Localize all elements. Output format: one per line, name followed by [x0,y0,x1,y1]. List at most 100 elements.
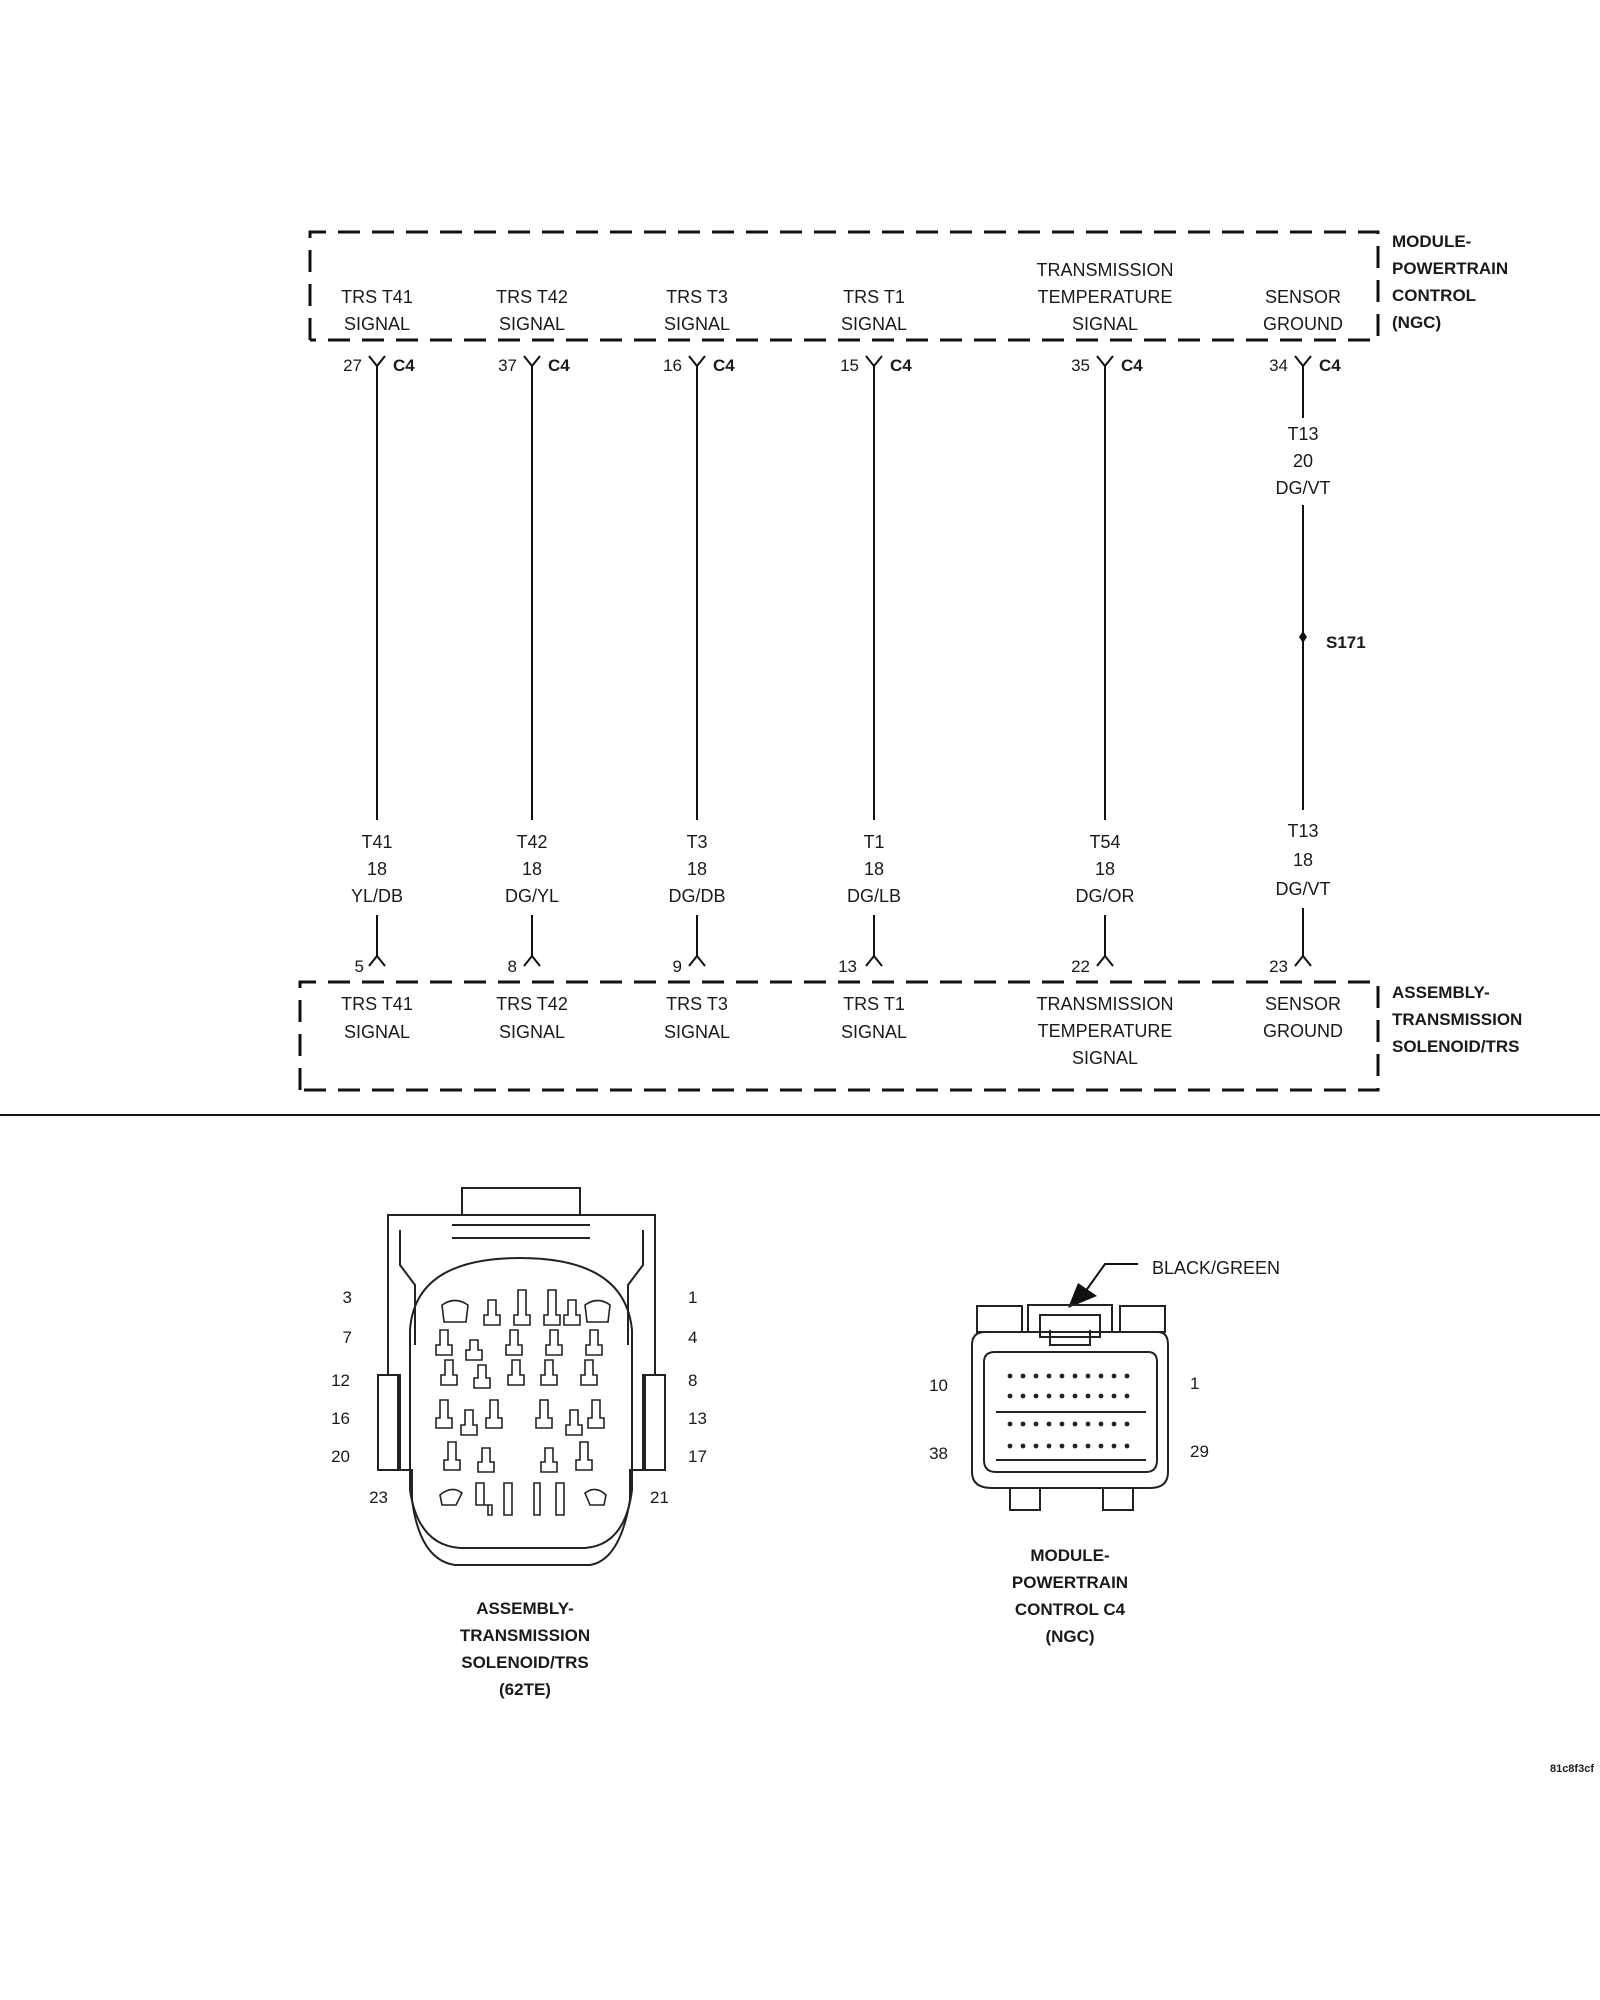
wire-color: DG/VT [1275,879,1330,899]
trs-module-name-2: TRANSMISSION [1392,1010,1522,1029]
pcm-connector-symbol [368,355,386,368]
trs-connector-symbol [368,954,386,967]
pcm-module-name-4: (NGC) [1392,313,1441,332]
pcm-module-name-2: POWERTRAIN [1392,259,1508,278]
trs-face-pin-right: 8 [688,1371,697,1390]
trs-label: SENSOR [1265,994,1341,1014]
trs-connector-caption: ASSEMBLY- [476,1599,574,1618]
trs-pin-number: 9 [673,957,682,976]
connector-housing [387,1214,656,1566]
wire-upper-gauge: 20 [1293,451,1313,471]
callout-arrow [1068,1283,1097,1308]
pcm-label: TEMPERATURE [1038,287,1173,307]
pcm-pin-number: 15 [840,356,859,375]
top-tab [976,1305,1023,1333]
wire-upper-color: DG/VT [1275,478,1330,498]
trs-label: TRS T42 [496,994,568,1014]
bottom-foot [1102,1487,1134,1511]
connector-inner-face [409,1256,633,1549]
wire-color: DG/YL [505,886,559,906]
pcm-label: SIGNAL [1072,314,1138,334]
pcm-connector-caption: POWERTRAIN [1012,1573,1128,1592]
trs-label: SIGNAL [344,1022,410,1042]
trs-label: SIGNAL [499,1022,565,1042]
pcm-label: TRANSMISSION [1036,260,1173,280]
trs-pin-number: 23 [1269,957,1288,976]
image-code: 81c8f3cf [1550,1763,1594,1775]
pcm-label: TRS T41 [341,287,413,307]
wire-color: DG/LB [847,886,901,906]
trs-connector-symbol [1294,954,1312,967]
circuit-trs-t1: TRS T1 SIGNAL 15 C4 T1 18 DG/LB 13 TRS T… [838,287,912,1042]
trs-connector-face: 3 7 12 16 20 23 1 4 8 13 17 21 ASSEMBLY-… [331,1187,707,1699]
wire-color: YL/DB [351,886,403,906]
trs-label: GROUND [1263,1021,1343,1041]
trs-label: SIGNAL [841,1022,907,1042]
trs-connector-symbol [865,954,883,967]
pcm-pin-number: 16 [663,356,682,375]
trs-connector-symbol [1096,954,1114,967]
top-latch-inner [1039,1314,1101,1338]
pcm-connector-id: C4 [393,356,415,375]
color-callout-text: BLACK/GREEN [1152,1258,1280,1278]
wire-upper-circuit: T13 [1287,424,1318,444]
pcm-label: TRS T1 [843,287,905,307]
circuit-sensor-ground: SENSOR GROUND 34 C4 T13 20 DG/VT S171 T1… [1263,287,1366,1041]
trs-module-name-1: ASSEMBLY- [1392,983,1490,1002]
pcm-label: SIGNAL [499,314,565,334]
trs-face-pin-right: 13 [688,1409,707,1428]
pcm-connector-symbol [688,355,706,368]
side-rib [377,1374,401,1471]
top-latch-key [1049,1330,1091,1346]
connector-housing [971,1331,1169,1489]
trs-connector-caption: SOLENOID/TRS [461,1653,589,1672]
wire-gauge: 18 [1095,859,1115,879]
pcm-connector-id: C4 [890,356,912,375]
bottom-foot [1009,1487,1041,1511]
splice-dot [1299,631,1307,643]
pcm-module-name-1: MODULE- [1392,232,1471,251]
pcm-connector-caption: CONTROL C4 [1015,1600,1126,1619]
circuit-trs-t42: TRS T42 SIGNAL 37 C4 T42 18 DG/YL 8 TRS … [496,287,570,1042]
trs-face-pin-right: 4 [688,1328,697,1347]
trs-face-pin-left: 16 [331,1409,350,1428]
top-latch [1027,1304,1113,1332]
pcm-connector-symbol [523,355,541,368]
pcm-connector-id: C4 [1319,356,1341,375]
connector-inner-face [983,1351,1158,1473]
pcm-pin-number: 27 [343,356,362,375]
pcm-connector-caption: (NGC) [1045,1627,1094,1646]
trs-label: TRS T41 [341,994,413,1014]
pcm-connector-caption: MODULE- [1030,1546,1109,1565]
pcm-pin-number: 37 [498,356,517,375]
trs-label: SIGNAL [1072,1048,1138,1068]
circuit-transmission-temperature: TRANSMISSION TEMPERATURE SIGNAL 35 C4 T5… [1036,260,1173,1068]
pcm-connector-id: C4 [713,356,735,375]
pcm-module-box [308,230,1380,342]
wire-circuit: T3 [686,832,707,852]
circuit-trs-t41: TRS T41 SIGNAL 27 C4 T41 18 YL/DB 5 TRS … [341,287,415,1042]
trs-pin-number: 22 [1071,957,1090,976]
terminal-cavities [435,1289,611,1516]
pcm-face-pin-right: 1 [1190,1374,1199,1393]
connector-latch [461,1187,581,1215]
pcm-connector-symbol [1294,355,1312,368]
pcm-connector-id: C4 [548,356,570,375]
splice-id: S171 [1326,633,1366,652]
wire-gauge: 18 [367,859,387,879]
pcm-label: TRS T42 [496,287,568,307]
callout-leader-line [1084,1263,1138,1293]
trs-face-pin-right: 1 [688,1288,697,1307]
pcm-connector-symbol [1096,355,1114,368]
trs-connector-caption: (62TE) [499,1680,551,1699]
pcm-face-pin-right: 29 [1190,1442,1209,1461]
wire-gauge: 18 [864,859,884,879]
wire-circuit: T13 [1287,821,1318,841]
pcm-label: SENSOR [1265,287,1341,307]
trs-face-pin-right: 17 [688,1447,707,1466]
wire-gauge: 18 [687,859,707,879]
pcm-pin-number: 35 [1071,356,1090,375]
pcm-label: GROUND [1263,314,1343,334]
circuit-trs-t3: TRS T3 SIGNAL 16 C4 T3 18 DG/DB 9 TRS T3… [663,287,735,1042]
